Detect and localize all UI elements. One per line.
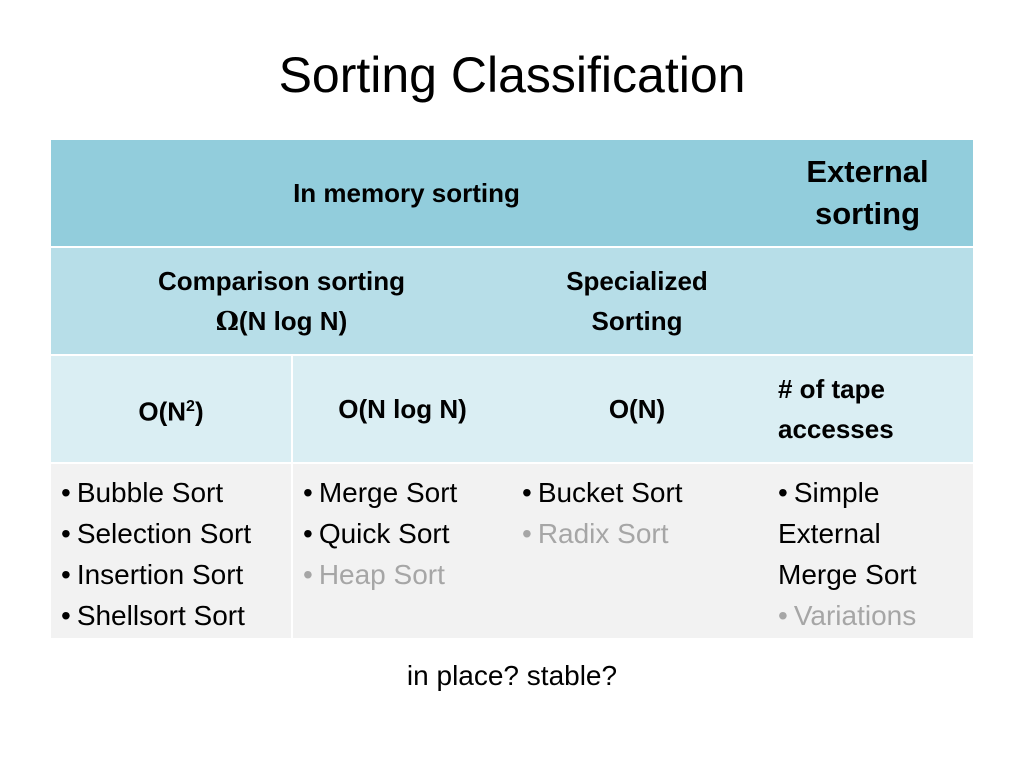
linear-list: Bucket Sort Radix Sort [512,464,762,554]
comparison-sorting-line-2: Ω(N log N) [51,301,512,342]
external-sorting-header: External sorting [762,140,973,248]
list-item: Bubble Sort [61,472,291,513]
comparison-sorting-line-1: Comparison sorting [157,265,405,296]
comparison-sorting-header: Comparison sorting Ω(N log N) [51,247,512,356]
complexity-n-log-n: O(N log N) [291,355,512,464]
comparison-bound: (N log N) [238,305,348,336]
header-row-1: In memory sorting External sorting [51,140,973,248]
omega-symbol: Ω [215,306,239,337]
header-row-2: Comparison sorting Ω(N log N) Specialize… [51,247,973,356]
n-squared-exponent: 2 [186,397,195,415]
empty-header-cell [762,247,973,356]
list-item: Quick Sort [303,513,512,554]
tape-accesses-header: # of tape accesses [762,355,973,464]
complexity-n-squared: O(N2) [51,355,292,464]
list-item: Shellsort Sort [61,595,291,636]
specialized-sorting-line-2: Sorting [591,306,683,336]
specialized-sorting-line-1: Specialized [566,266,708,296]
n-log-n-algorithms: Merge Sort Quick Sort Heap Sort [291,463,512,638]
list-item: Merge Sort [303,472,512,513]
n-squared-base: O(N [138,396,187,427]
complexity-n: O(N) [512,355,762,464]
tape-accesses-line-1: # of tape [778,374,885,404]
list-item-continuation: External [778,518,881,549]
external-sorting-line-1: External [806,154,929,189]
footer-questions: in place? stable? [406,660,618,691]
list-item: Heap Sort [303,554,512,595]
in-memory-sorting-label: In memory sorting [293,178,520,208]
list-item: Bucket Sort [522,472,762,513]
list-item: Simple [778,472,973,513]
specialized-sorting-header: Specialized Sorting [512,247,762,356]
algorithms-row: Bubble Sort Selection Sort Insertion Sor… [51,463,973,638]
n-log-n-list: Merge Sort Quick Sort Heap Sort [293,464,512,595]
list-item: Insertion Sort [61,554,291,595]
tape-accesses-line-2: accesses [778,414,894,444]
complexity-row: O(N2) O(N log N) O(N) # of tape accesses [51,355,973,464]
list-item: Radix Sort [522,513,762,554]
external-algorithms: Simple External Merge Sort Variations [762,463,973,638]
n-squared-close: ) [194,396,204,427]
in-memory-sorting-header: In memory sorting [51,140,762,248]
list-item: Variations [778,595,973,636]
n-squared-list: Bubble Sort Selection Sort Insertion Sor… [51,464,291,636]
external-list: Simple External Merge Sort Variations [762,464,973,636]
external-sorting-line-2: sorting [814,196,921,231]
classification-table: In memory sorting External sorting Compa… [51,140,973,638]
list-item-continuation: Merge Sort [778,559,917,590]
n-squared-algorithms: Bubble Sort Selection Sort Insertion Sor… [51,463,292,638]
list-item: Selection Sort [61,513,291,554]
linear-algorithms: Bucket Sort Radix Sort [512,463,762,638]
slide-title: Sorting Classification [278,47,746,103]
